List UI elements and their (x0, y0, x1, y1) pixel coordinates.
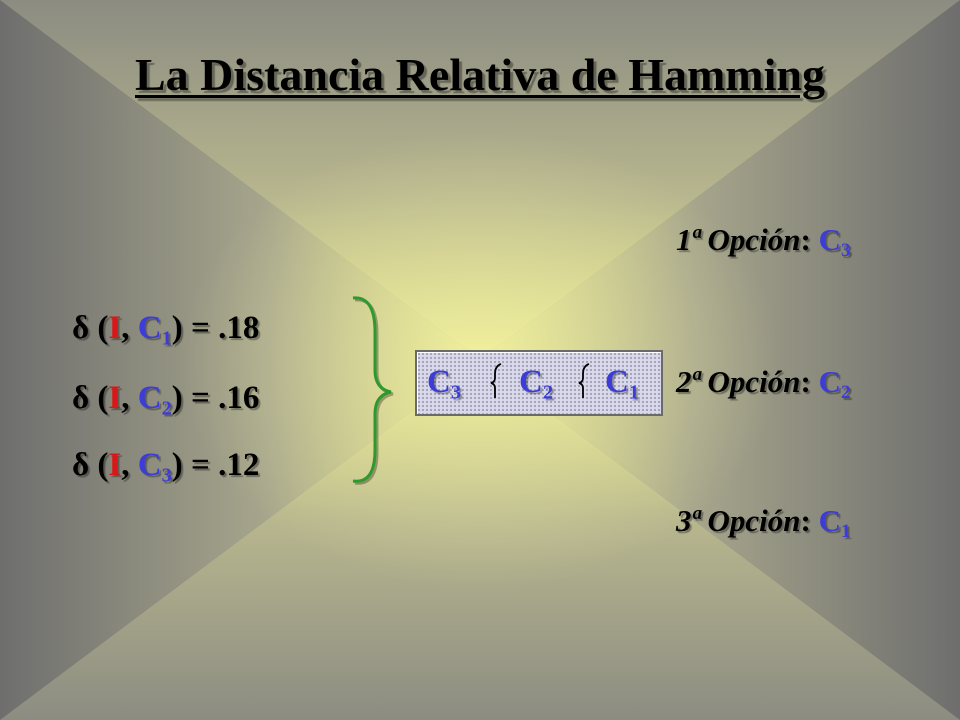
option-label: 3ª Opción (676, 503, 801, 538)
distance-equation-3: δ (I, C3) = .12 (72, 447, 260, 486)
class-symbol-subscript: 1 (161, 327, 172, 350)
option-label: 2ª Opción (676, 364, 801, 399)
class-symbol-subscript: 2 (840, 382, 851, 404)
distance-equation-2: δ (I, C2) = .16 (72, 380, 260, 419)
class-symbol-subscript: 2 (542, 381, 554, 404)
equation-input-symbol: I (108, 380, 122, 416)
precedes-icon (578, 363, 590, 398)
option-label: 1ª Opción (676, 222, 801, 257)
class-symbol-base: C (137, 447, 162, 483)
option-3: 3ª Opción: C1 (676, 503, 851, 541)
option-colon: : (800, 503, 819, 538)
option-1: 1ª Opción: C3 (676, 222, 851, 260)
equation-input-symbol: I (108, 310, 122, 346)
option-colon: : (800, 222, 819, 257)
class-symbol-subscript: 3 (161, 464, 172, 487)
option-2: 2ª Opción: C2 (676, 364, 851, 402)
ordering-class-3: C1 (605, 364, 640, 404)
class-symbol-subscript: 1 (628, 381, 640, 404)
equation-prefix: δ ( (72, 380, 109, 416)
class-symbol-base: C (818, 364, 841, 399)
class-symbol-base: C (818, 503, 841, 538)
class-symbol-base: C (519, 364, 543, 400)
class-symbol-base: C (137, 310, 162, 346)
slide-title: La Distancia Relativa de Hamming (135, 49, 825, 100)
distance-equation-1: δ (I, C1) = .18 (72, 310, 260, 349)
equation-value: ) = .12 (171, 447, 260, 483)
ordering-box: C3 C2 C1 (415, 350, 663, 416)
equation-prefix: δ ( (72, 310, 109, 346)
class-symbol-base: C (818, 222, 841, 257)
class-symbol-subscript: 3 (840, 240, 851, 262)
brace-stroke (352, 296, 392, 483)
ordering-class-2: C2 (519, 364, 554, 404)
class-symbol-subscript: 1 (840, 521, 851, 543)
class-symbol-subscript: 3 (450, 381, 462, 404)
class-symbol-base: C (605, 364, 629, 400)
option-class-symbol: C1 (818, 503, 851, 541)
right-brace-icon (352, 296, 394, 485)
option-class-symbol: C3 (818, 222, 851, 260)
equation-input-symbol: I (108, 447, 122, 483)
precedes-icon (490, 363, 502, 398)
equation-prefix: δ ( (72, 447, 109, 483)
class-symbol-subscript: 2 (161, 397, 172, 420)
equation-class-symbol: C1 (137, 310, 172, 349)
equation-separator: , (121, 310, 138, 346)
equation-value: ) = .18 (171, 310, 260, 346)
option-class-symbol: C2 (818, 364, 851, 402)
equation-separator: , (121, 380, 138, 416)
ordering-class-1: C3 (427, 364, 462, 404)
equation-value: ) = .16 (171, 380, 260, 416)
option-colon: : (800, 364, 819, 399)
equation-separator: , (121, 447, 138, 483)
class-symbol-base: C (137, 380, 162, 416)
equation-class-symbol: C2 (137, 380, 172, 419)
equation-class-symbol: C3 (137, 447, 172, 486)
class-symbol-base: C (427, 364, 451, 400)
